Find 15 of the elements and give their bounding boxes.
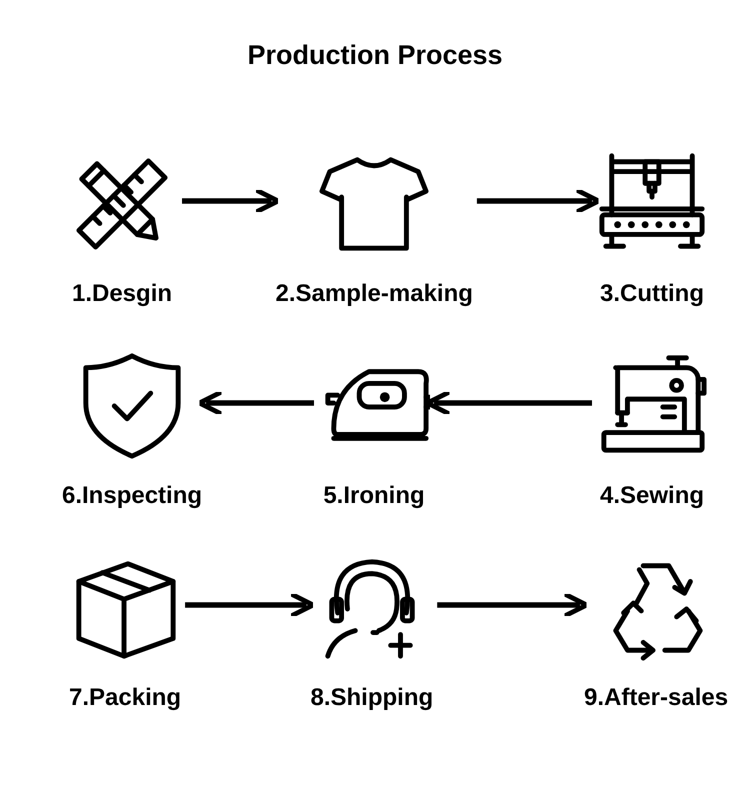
step-label: 6.Inspecting <box>62 482 202 510</box>
step-label: 5.Ironing <box>323 482 425 510</box>
step-label: 2.Sample-making <box>276 280 473 308</box>
step-label: 9.After-sales <box>584 684 728 712</box>
step-label: 8.Shipping <box>310 684 434 712</box>
arrow <box>182 188 281 214</box>
arrow <box>437 592 590 618</box>
diagram-title: Production Process <box>247 40 503 71</box>
arrow <box>185 592 316 618</box>
arrow <box>197 390 314 416</box>
step-label: 1.Desgin <box>72 280 172 308</box>
step-label: 3.Cutting <box>600 280 704 308</box>
step-label: 4.Sewing <box>600 482 704 510</box>
arrow <box>476 188 602 214</box>
step-label: 7.Packing <box>69 684 182 712</box>
